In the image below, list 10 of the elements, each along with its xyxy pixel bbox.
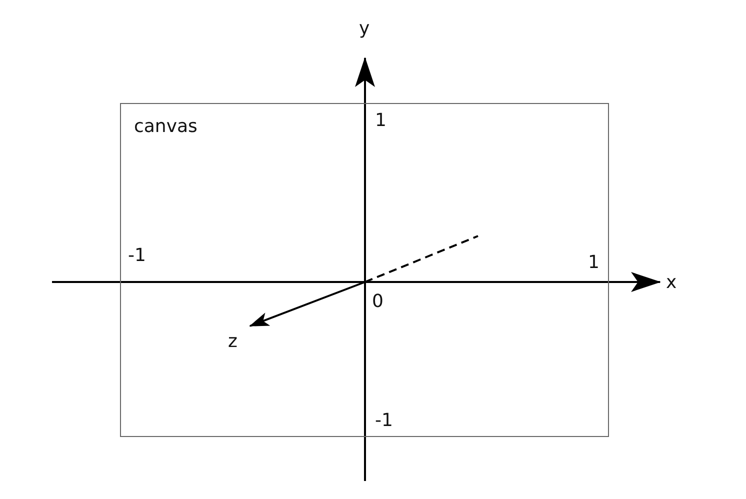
axis-label: x: [666, 274, 677, 292]
tick-label: 1: [588, 254, 600, 272]
tick-label: 1: [375, 112, 386, 130]
tick-label: -1: [375, 412, 393, 430]
tick-label: -1: [128, 247, 146, 265]
origin-label: 0: [372, 293, 384, 311]
axis-label: y: [359, 20, 370, 38]
axis-label: z: [228, 333, 238, 351]
frame-title: canvas: [134, 118, 198, 136]
canvas-frame: [120, 103, 609, 437]
